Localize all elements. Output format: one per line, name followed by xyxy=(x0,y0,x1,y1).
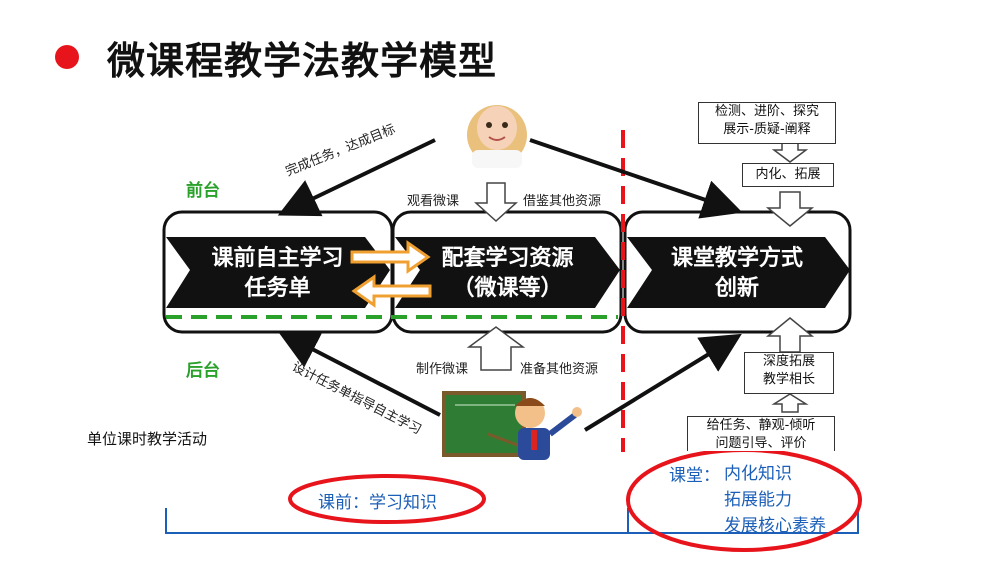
hollow-arrow-down-center xyxy=(474,182,518,223)
front-stage-label: 前台 xyxy=(186,181,220,201)
make-micro-label: 制作微课 xyxy=(416,362,469,377)
bracket-classroom xyxy=(628,510,859,534)
back-stage-label: 后台 xyxy=(186,361,220,381)
arrow-to-classroom-bottom xyxy=(583,333,742,432)
unit-activity-label: 单位课时教学活动 xyxy=(87,430,208,448)
arrow-to-classroom-top xyxy=(529,138,743,219)
bracket-preclass xyxy=(165,508,629,534)
preclass-line2: 任务单 xyxy=(244,276,311,301)
preclass-line1: 课前自主学习 xyxy=(211,246,344,271)
classroom-item: 拓展能力 xyxy=(724,490,792,510)
assessment-line1: 检测、进阶、探究 xyxy=(714,104,819,119)
watch-micro-label: 观看微课 xyxy=(407,194,460,209)
hollow-arrow-right-1 xyxy=(771,142,809,163)
ellipse-preclass xyxy=(288,474,486,524)
classroom-item: 内化知识 xyxy=(724,464,792,484)
deepen-line1: 深度拓展 xyxy=(762,354,815,369)
orange-arrow-left xyxy=(351,274,432,308)
classroom-summary-list: 内化知识 拓展能力 发展核心素养 xyxy=(724,461,826,539)
hollow-arrow-right-3 xyxy=(765,317,815,353)
arrow-to-preclass-bottom xyxy=(277,331,441,417)
title-bullet xyxy=(55,45,79,69)
orange-arrow-right xyxy=(350,240,431,274)
preclass-stage: 课前自主学习 任务单 xyxy=(200,244,355,304)
hollow-arrow-up-center xyxy=(466,326,526,371)
page-title: 微课程教学法教学模型 xyxy=(107,39,498,83)
resources-chevron xyxy=(395,237,620,308)
resources-stage: 配套学习资源 （微课等） xyxy=(425,244,590,304)
classroom-stage: 课堂教学方式 创新 xyxy=(657,244,817,304)
student-illustration xyxy=(467,105,527,168)
borrow-resources-label: 借鉴其他资源 xyxy=(523,194,602,209)
classroom-summary-prefix: 课堂： xyxy=(669,466,720,486)
assessment-box: 检测、进阶、探究 展示-质疑-阐释 xyxy=(698,102,836,144)
preclass-summary: 课前：学习知识 xyxy=(318,493,437,513)
guidance-box: 给任务、静观-倾听 问题引导、评价 xyxy=(687,416,835,451)
teacher-illustration xyxy=(442,391,582,460)
internalize-box: 内化、拓展 xyxy=(742,163,834,187)
guidance-line2: 问题引导、评价 xyxy=(715,436,807,451)
prepare-resources-label: 准备其他资源 xyxy=(520,362,599,377)
resources-line1: 配套学习资源 xyxy=(441,246,574,271)
guidance-line1: 给任务、静观-倾听 xyxy=(706,418,816,433)
hollow-arrow-right-2 xyxy=(765,191,815,227)
classroom-chevron xyxy=(627,237,850,308)
deepen-box: 深度拓展 教学相长 xyxy=(744,352,834,394)
classroom-line2: 创新 xyxy=(714,276,759,301)
hollow-arrow-right-4 xyxy=(771,393,809,413)
classroom-line1: 课堂教学方式 xyxy=(670,246,803,271)
arrow-to-preclass-top xyxy=(277,138,436,217)
deepen-line2: 教学相长 xyxy=(762,372,815,387)
assessment-line2: 展示-质疑-阐释 xyxy=(723,122,811,137)
classroom-item: 发展核心素养 xyxy=(724,516,826,536)
preclass-chevron xyxy=(166,237,390,308)
resources-line2: （微课等） xyxy=(452,276,563,301)
